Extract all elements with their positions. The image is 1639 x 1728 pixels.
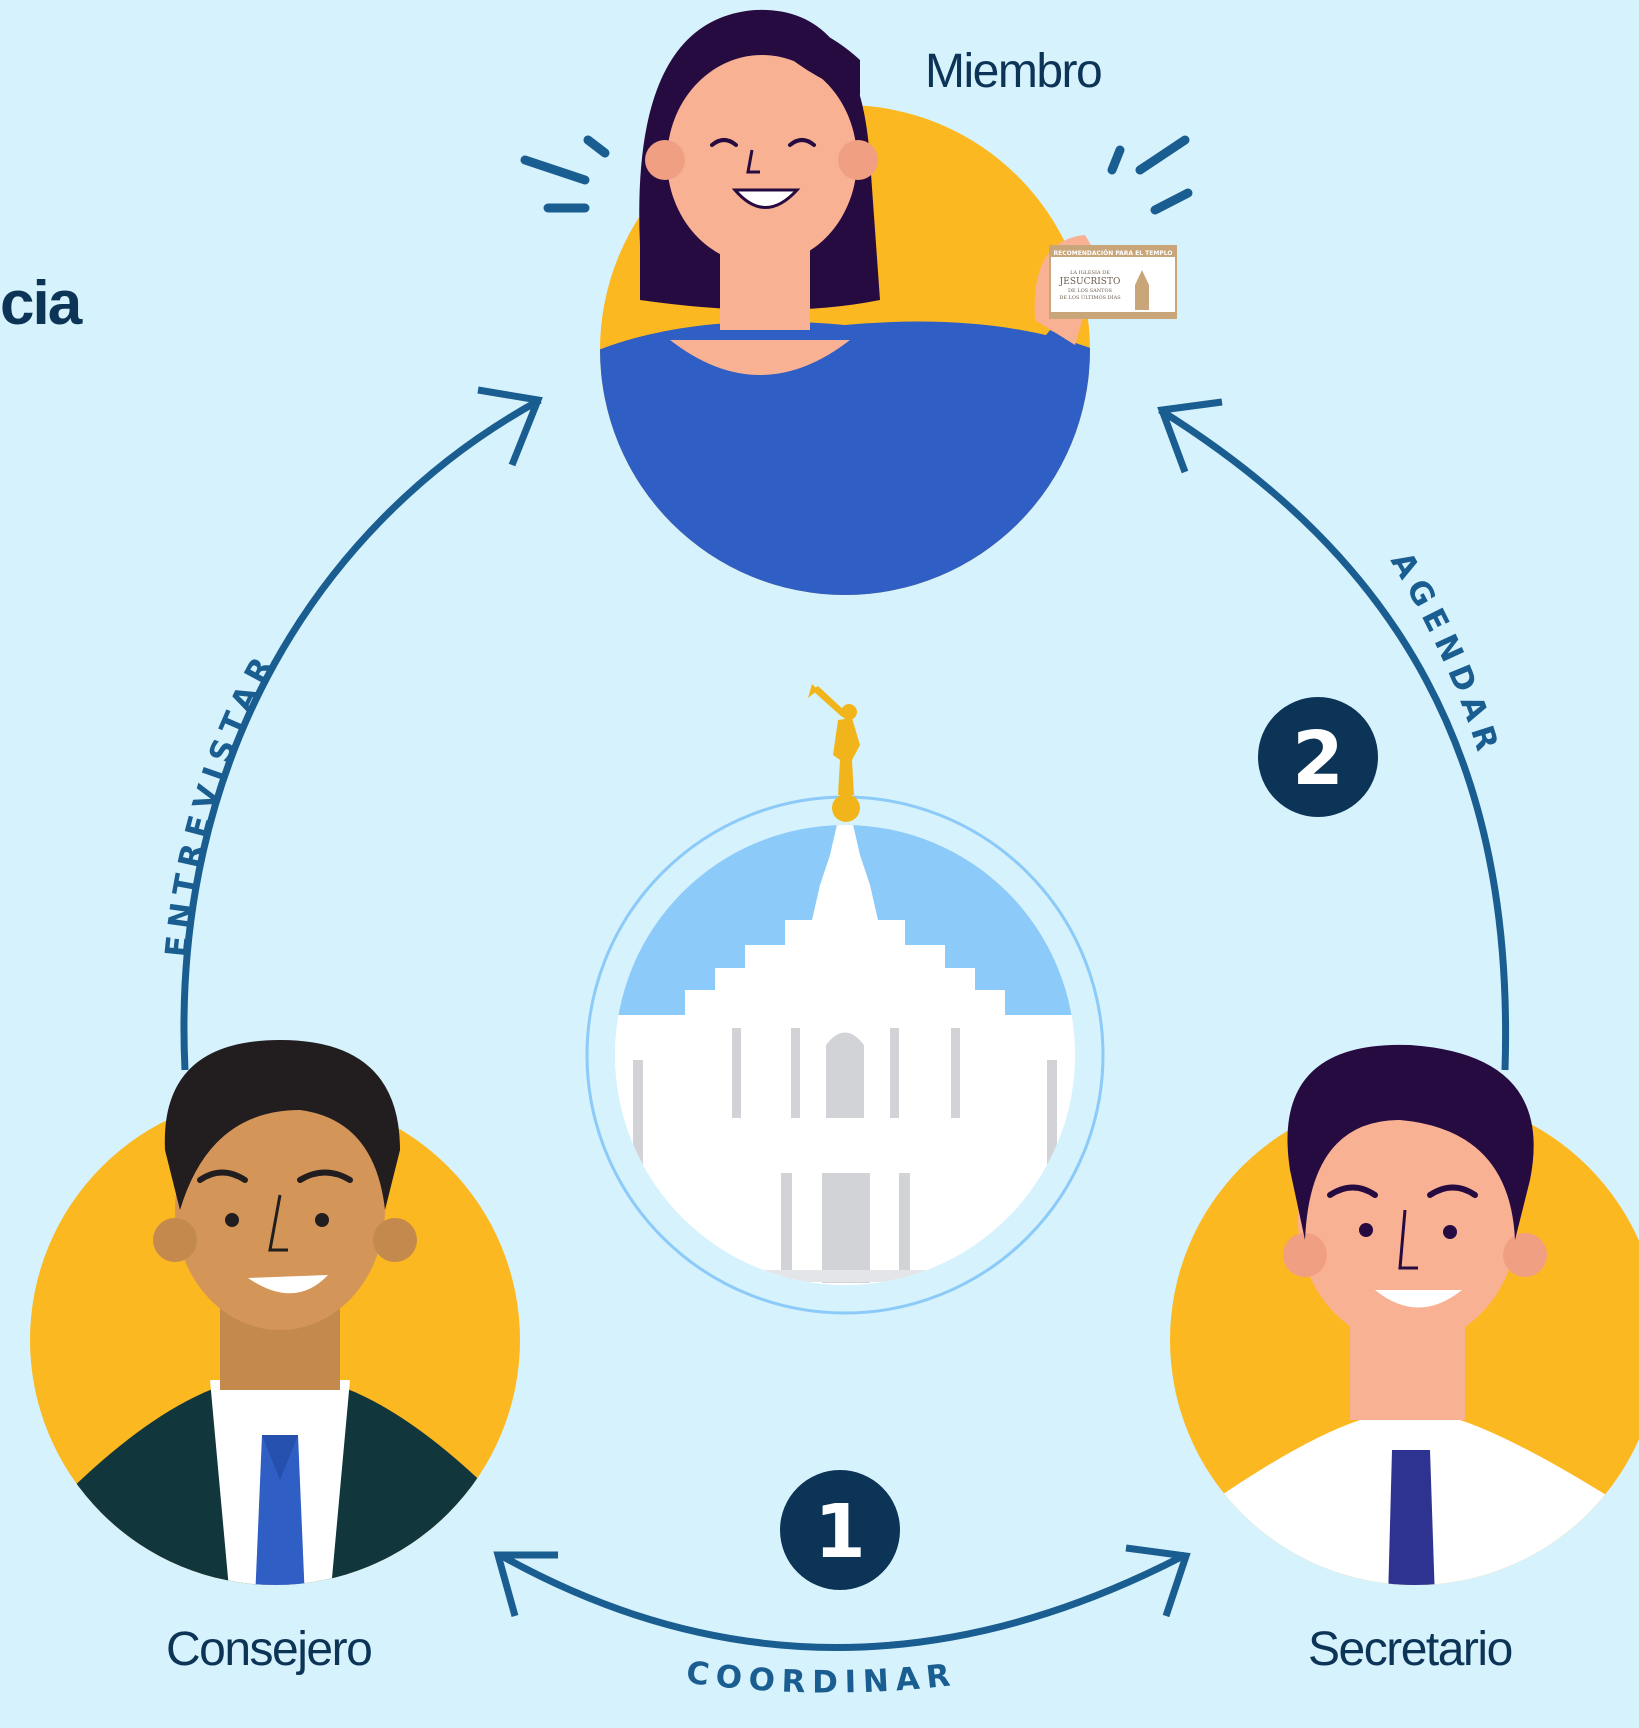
step-badge-1: 1	[780, 1470, 900, 1590]
coordinate-label-text: COORDINAR	[684, 1655, 952, 1701]
secretary-avatar	[1170, 1044, 1639, 1585]
secretary-label: Secretario	[1308, 1623, 1513, 1676]
counselor-label: Consejero	[166, 1623, 373, 1676]
card-line-2: JESUCRISTO	[1059, 277, 1121, 287]
card-line-3: DE LOS SANTOS	[1068, 288, 1113, 294]
step-badge-2: 2	[1258, 697, 1378, 817]
schedule-label: AGENDAR	[1383, 546, 1507, 762]
arrow-schedule	[1157, 398, 1510, 1071]
schedule-label-text: AGENDAR	[1383, 546, 1500, 762]
card-header: RECOMENDACIÓN PARA EL TEMPLO	[1054, 250, 1173, 257]
page-title-fragment: cia	[0, 269, 82, 338]
interview-label-text: ENTREVISTAR	[159, 646, 277, 959]
arrow-interview	[180, 386, 543, 1071]
card-temple-icon	[1135, 270, 1149, 310]
counselor-avatar	[30, 1040, 520, 1585]
interview-label: ENTREVISTAR	[159, 646, 284, 959]
card-line-4: DE LOS ÚLTIMOS DÍAS	[1059, 293, 1121, 301]
card-line-1: LA IGLESIA DE	[1070, 270, 1110, 276]
coordinate-label: COORDINAR	[684, 1655, 959, 1701]
temple-recommend-card: RECOMENDACIÓN PARA EL TEMPLO LA IGLESIA …	[1049, 245, 1177, 319]
step-1-number: 1	[814, 1489, 866, 1575]
temple-illustration	[585, 684, 1105, 1315]
member-avatar	[520, 9, 1193, 595]
step-2-number: 2	[1292, 716, 1344, 802]
member-label: Miembro	[925, 45, 1103, 98]
arrow-coordinate	[493, 1544, 1191, 1651]
